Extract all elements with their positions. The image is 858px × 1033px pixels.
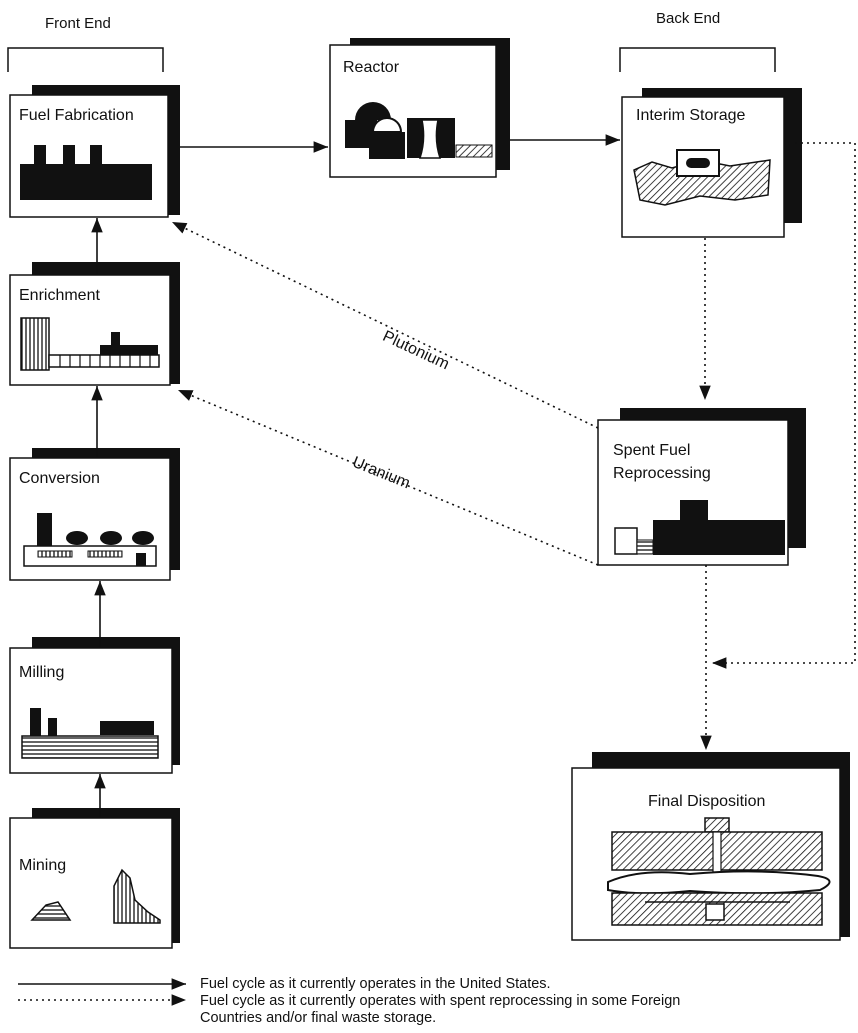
back-end-bracket — [619, 47, 776, 72]
storage-icon — [633, 149, 771, 206]
reactor-box — [329, 38, 510, 178]
mine-icon — [30, 868, 161, 924]
dotted-flow-arrows — [171, 142, 856, 750]
enrichment-plant-icon — [20, 317, 160, 371]
reprocessing-plant-icon — [614, 500, 785, 555]
fuel-fabrication-label: Fuel Fabrication — [19, 107, 134, 124]
mining-label: Mining — [19, 857, 67, 874]
reactor-label: Reactor — [343, 59, 400, 76]
arrow-uranium — [177, 389, 599, 566]
mining-box — [9, 808, 180, 949]
repository-icon — [607, 817, 831, 926]
enrichment-label: Enrichment — [19, 287, 100, 304]
conversion-label: Conversion — [19, 470, 100, 487]
mill-icon — [21, 708, 159, 759]
arrow-storage-bypass — [712, 142, 856, 669]
back-end-label: Back End — [656, 10, 721, 27]
legend-symbols — [18, 978, 186, 1006]
front-end-bracket — [7, 47, 164, 72]
conversion-box — [9, 448, 180, 581]
legend-dotted-text-line1: Fuel cycle as it currently operates with… — [200, 993, 681, 1009]
spent-fuel-label: Spent Fuel — [613, 442, 691, 459]
reactor-icon — [345, 102, 493, 159]
arrow-plutonium — [171, 221, 599, 429]
legend-dotted-text-line2: Countries and/or final waste storage. — [200, 1010, 437, 1026]
conversion-plant-icon — [23, 513, 157, 567]
solid-flow-arrows — [91, 134, 620, 818]
spent-fuel-reprocessing-box — [597, 408, 806, 566]
factory-icon — [20, 145, 152, 200]
front-end-label: Front End — [45, 15, 111, 32]
reprocessing-label: Reprocessing — [613, 465, 711, 482]
milling-label: Milling — [19, 664, 65, 681]
enrichment-box — [9, 262, 180, 386]
legend-solid-text: Fuel cycle as it currently operates in t… — [200, 976, 551, 992]
fuel-fabrication-box — [9, 85, 180, 218]
final-disposition-box — [571, 752, 850, 941]
interim-storage-box — [621, 88, 802, 238]
interim-storage-label: Interim Storage — [636, 107, 746, 124]
milling-box — [9, 637, 180, 774]
final-disposition-label: Final Disposition — [648, 793, 766, 810]
